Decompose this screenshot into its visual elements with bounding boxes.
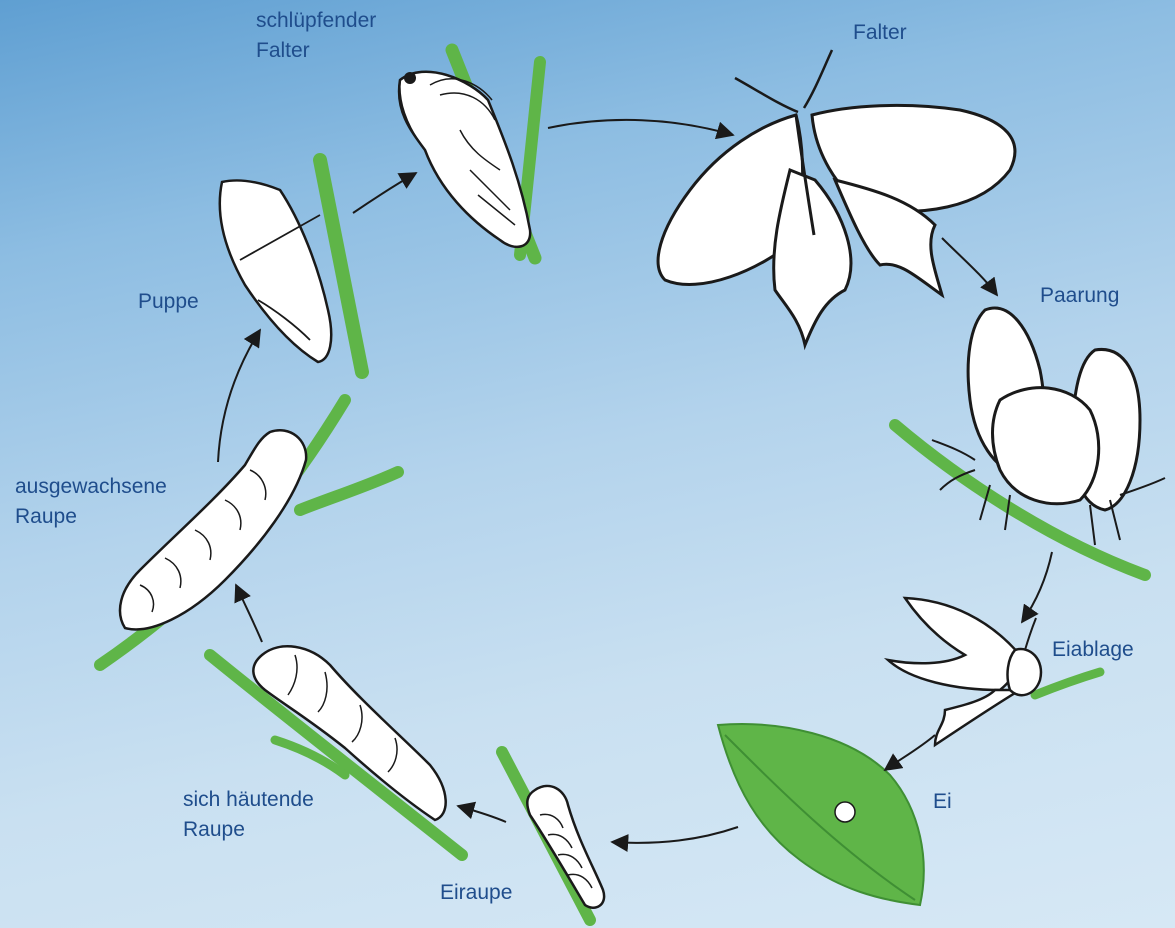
young-caterpillar-illustration xyxy=(502,752,604,920)
arrow-mating-to-egglaying xyxy=(1022,552,1052,622)
label-molting-line2: Raupe xyxy=(183,815,314,845)
label-emerging-butterfly: schlüpfender Falter xyxy=(256,6,376,66)
label-young-caterpillar: Eiraupe xyxy=(440,878,512,908)
arrow-pupa-to-emerging xyxy=(353,173,416,213)
label-grown-caterpillar: ausgewachsene Raupe xyxy=(15,472,167,532)
label-emerging-line1: schlüpfender xyxy=(256,6,376,36)
label-molting-line1: sich häutende xyxy=(183,785,314,815)
egg xyxy=(835,802,855,822)
emerging-butterfly-illustration xyxy=(399,50,540,258)
arrow-butterfly-to-mating xyxy=(942,238,997,295)
mating-illustration xyxy=(895,308,1165,575)
butterfly-illustration xyxy=(658,50,1015,345)
arrow-grown-to-pupa xyxy=(218,330,260,462)
arrow-molting-to-grown xyxy=(236,585,262,642)
label-grown-line2: Raupe xyxy=(15,502,167,532)
arrow-emerging-to-butterfly xyxy=(548,120,733,135)
label-mating: Paarung xyxy=(1040,281,1119,311)
label-butterfly: Falter xyxy=(853,18,907,48)
label-emerging-line2: Falter xyxy=(256,36,376,66)
arrow-egg-to-young xyxy=(612,827,738,843)
grown-caterpillar-illustration xyxy=(100,400,398,665)
label-egg: Ei xyxy=(933,787,952,817)
label-grown-line1: ausgewachsene xyxy=(15,472,167,502)
pupa-illustration xyxy=(220,160,362,372)
egg-leaf-illustration xyxy=(718,724,924,905)
egg-laying-illustration xyxy=(888,598,1100,745)
label-pupa: Puppe xyxy=(138,287,199,317)
head-dot xyxy=(404,72,416,84)
label-egg-laying: Eiablage xyxy=(1052,635,1134,665)
label-molting-caterpillar: sich häutende Raupe xyxy=(183,785,314,845)
arrow-egglaying-to-egg xyxy=(885,735,935,770)
arrow-young-to-molting xyxy=(458,806,506,822)
